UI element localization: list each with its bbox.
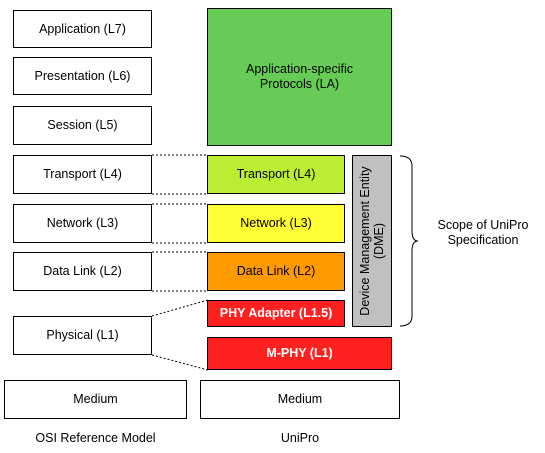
osi-presentation-layer: Presentation (L6)	[13, 57, 152, 95]
osi-network-layer: Network (L3)	[13, 204, 152, 243]
unipro-network-layer: Network (L3)	[207, 204, 345, 243]
unipro-phy-adapter-layer: PHY Adapter (L1.5)	[207, 300, 345, 327]
unipro-transport-layer: Transport (L4)	[207, 155, 345, 194]
osi-datalink-layer: Data Link (L2)	[13, 252, 152, 291]
physical-top-connector	[151, 299, 209, 317]
unipro-mphy-layer: M-PHY (L1)	[207, 337, 392, 370]
physical-bottom-connector	[151, 354, 209, 371]
osi-medium: Medium	[4, 380, 187, 419]
osi-transport-layer: Transport (L4)	[13, 155, 152, 194]
osi-session-layer: Session (L5)	[13, 106, 152, 145]
osi-physical-layer: Physical (L1)	[13, 316, 152, 355]
osi-caption: OSI Reference Model	[35, 431, 156, 445]
unipro-caption: UniPro	[280, 431, 320, 445]
unipro-datalink-layer: Data Link (L2)	[207, 252, 345, 291]
dme-box: Device Management Entity (DME)	[352, 155, 392, 327]
scope-label: Scope of UniPro Specification	[437, 218, 529, 247]
unipro-application-protocols: Application-specific Protocols (LA)	[207, 8, 392, 146]
osi-application-layer: Application (L7)	[13, 10, 152, 48]
scope-brace	[399, 155, 419, 327]
unipro-medium: Medium	[200, 380, 400, 419]
